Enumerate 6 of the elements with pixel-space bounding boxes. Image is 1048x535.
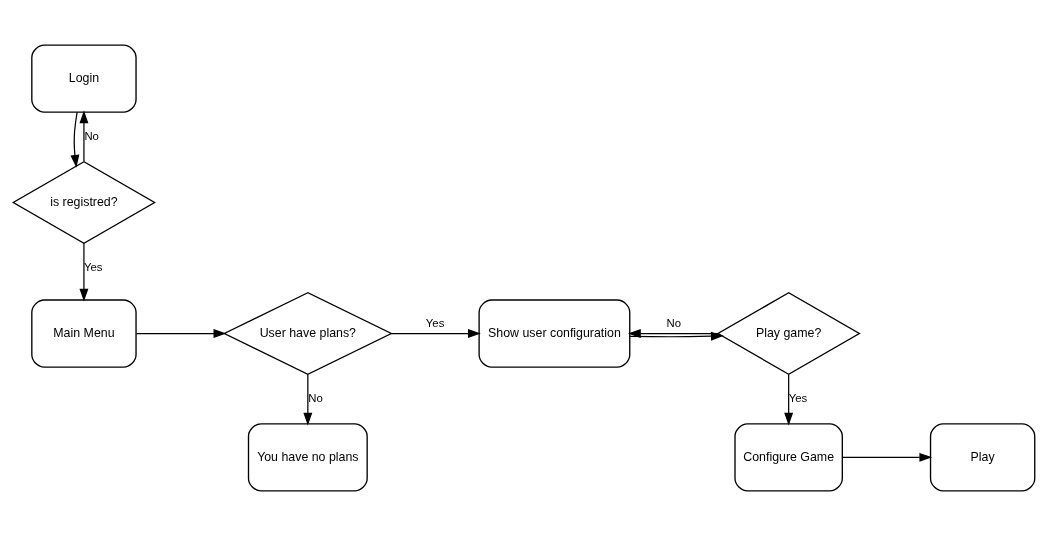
edge-label: No [666, 316, 682, 329]
edge-label: No [308, 391, 323, 404]
edge-label: Yes [425, 316, 445, 329]
edge-label: No [84, 129, 99, 142]
edge-label: Yes [83, 260, 103, 273]
edge-label: Yes [788, 391, 808, 404]
